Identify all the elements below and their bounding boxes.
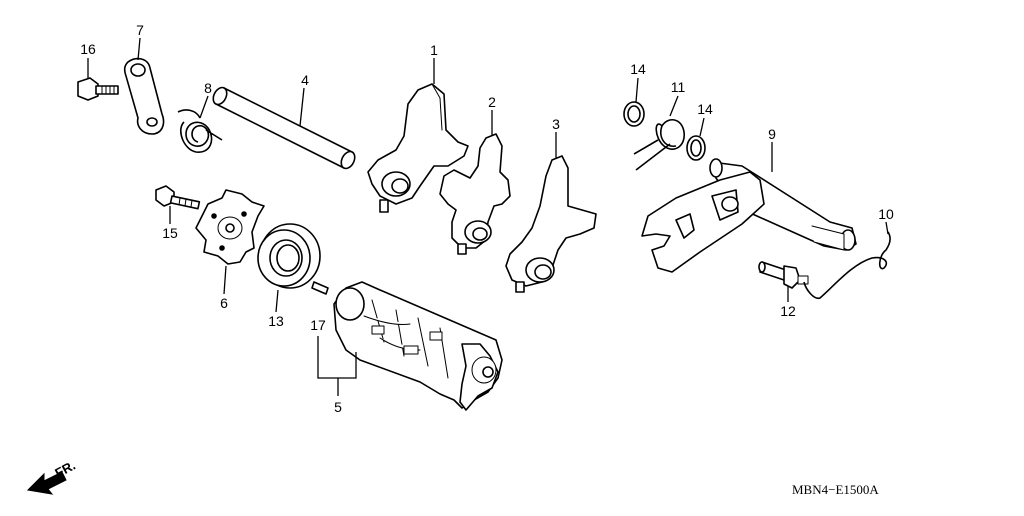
callout-3: 3 (552, 116, 560, 132)
callout-15: 15 (162, 225, 178, 241)
callout-1: 1 (430, 42, 438, 58)
bolt (155, 185, 201, 210)
spindle-return-spring (803, 231, 891, 300)
circlip-upper (623, 101, 645, 127)
callout-4: 4 (301, 72, 309, 88)
callout-14-upper: 14 (630, 61, 646, 77)
callout-7: 7 (136, 22, 144, 38)
front-direction-arrow: FR. (26, 458, 78, 495)
callout-14-lower: 14 (697, 101, 713, 117)
spindle-spring (633, 119, 685, 171)
bolt-stopper (77, 77, 119, 101)
circlip-lower (686, 135, 706, 161)
arrow-icon (26, 471, 67, 495)
dowel-pin (311, 281, 329, 295)
callout-12: 12 (780, 303, 796, 319)
shift-drum (333, 281, 503, 411)
drawing-code: MBN4−E1500A (792, 482, 879, 497)
callout-13: 13 (268, 313, 284, 329)
stopper-arm (123, 57, 165, 135)
drum-center-plate (195, 189, 265, 265)
shift-fork-shaft (212, 86, 356, 170)
stopper-arm-spring (177, 109, 223, 153)
callout-10: 10 (878, 206, 894, 222)
bearing (257, 223, 321, 289)
callout-2: 2 (488, 94, 496, 110)
callout-11: 11 (671, 79, 686, 95)
leader-lines (87, 37, 889, 396)
spring-pin (758, 261, 809, 289)
shift-fork-3 (505, 155, 597, 293)
shift-fork-2 (439, 133, 511, 255)
callout-17: 17 (310, 317, 326, 333)
shift-fork-1 (367, 83, 469, 213)
callout-6: 6 (220, 295, 228, 311)
callout-8: 8 (204, 80, 212, 96)
callout-9: 9 (768, 126, 776, 142)
gearshift-spindle (641, 158, 857, 273)
callout-5: 5 (334, 399, 342, 415)
callout-numbers: 16 7 8 4 1 2 3 14 11 14 9 10 12 13 6 15 … (80, 22, 894, 415)
callout-16: 16 (80, 41, 96, 57)
